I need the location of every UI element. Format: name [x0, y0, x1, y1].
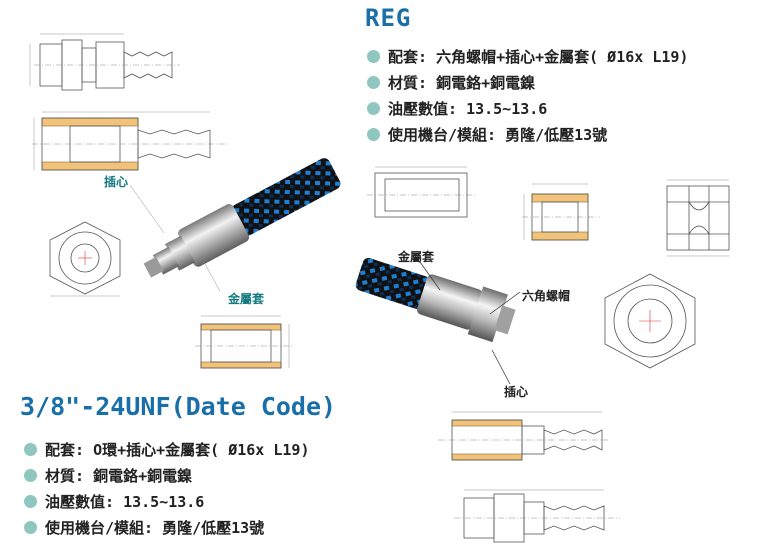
unf-hex-end-view	[49, 221, 121, 297]
reg-hex-side-drawing	[666, 179, 730, 257]
unf-sleeve-drawing	[195, 315, 293, 369]
spec-value: 六角螺帽+插心+金屬套( Ø16x L19)	[436, 48, 689, 66]
bullet-dot	[367, 76, 380, 89]
reg-callout-hex-nut: 六角螺帽	[522, 289, 571, 303]
bullet-dot	[367, 50, 380, 63]
reg-bottom-drawing	[454, 489, 620, 543]
spec-key: 使用機台/模組:	[45, 519, 163, 537]
spec-key: 配套:	[45, 441, 94, 459]
bullet-dot	[24, 495, 37, 508]
reg-spec-item: 配套: 六角螺帽+插心+金屬套( Ø16x L19)	[367, 46, 688, 67]
spec-key: 配套:	[388, 48, 437, 66]
unf-assembly-drawing	[29, 33, 180, 91]
unf-spec-item: 油壓數值: 13.5~13.6	[24, 491, 204, 512]
reg-callout-lines	[419, 261, 521, 385]
unf-callout-insert: 插心	[104, 175, 129, 189]
unf-title: 3/8"-24UNF(Date Code)	[20, 392, 337, 421]
spec-value: 勇隆/低壓13號	[505, 126, 608, 144]
reg-spec-item: 使用機台/模組: 勇隆/低壓13號	[367, 124, 607, 145]
unf-callout-sleeve: 金屬套	[228, 292, 265, 306]
unf-spec-item: 使用機台/模組: 勇隆/低壓13號	[24, 517, 264, 538]
spec-value: O環+插心+金屬套( Ø16x L19)	[93, 441, 310, 459]
spec-key: 材質:	[45, 467, 94, 485]
bullet-dot	[24, 521, 37, 534]
reg-spec-item: 油壓數值: 13.5~13.6	[367, 98, 547, 119]
reg-product-photo	[355, 258, 516, 343]
bullet-dot	[367, 128, 380, 141]
bullet-dot	[24, 469, 37, 482]
spec-key: 油壓數值:	[388, 100, 467, 118]
spec-key: 使用機台/模組:	[388, 126, 506, 144]
reg-assembly-drawing	[438, 411, 608, 461]
spec-value: 勇隆/低壓13號	[162, 519, 265, 537]
reg-nut-section-drawing	[522, 183, 600, 241]
reg-sleeve-drawing	[367, 166, 477, 218]
unf-product-photo	[143, 158, 341, 278]
bullet-dot	[24, 443, 37, 456]
spec-value: 銅電鉻+銅電鎳	[93, 467, 193, 485]
reg-hex-end-view	[604, 273, 696, 369]
reg-title: REG	[365, 4, 412, 32]
unf-spec-item: 配套: O環+插心+金屬套( Ø16x L19)	[24, 439, 310, 460]
spec-key: 油壓數值:	[45, 493, 124, 511]
reg-spec-item: 材質: 銅電鉻+銅電鎳	[367, 72, 535, 93]
spec-value: 13.5~13.6	[466, 100, 548, 118]
spec-value: 13.5~13.6	[123, 493, 205, 511]
unf-spec-item: 材質: 銅電鉻+銅電鎳	[24, 465, 192, 486]
spec-key: 材質:	[388, 74, 437, 92]
reg-callout-insert: 插心	[504, 385, 529, 399]
unf-callout-lines	[129, 184, 221, 292]
reg-callout-sleeve: 金屬套	[398, 250, 435, 264]
bullet-dot	[367, 102, 380, 115]
unf-section-drawing	[32, 111, 230, 171]
spec-value: 銅電鉻+銅電鎳	[436, 74, 536, 92]
